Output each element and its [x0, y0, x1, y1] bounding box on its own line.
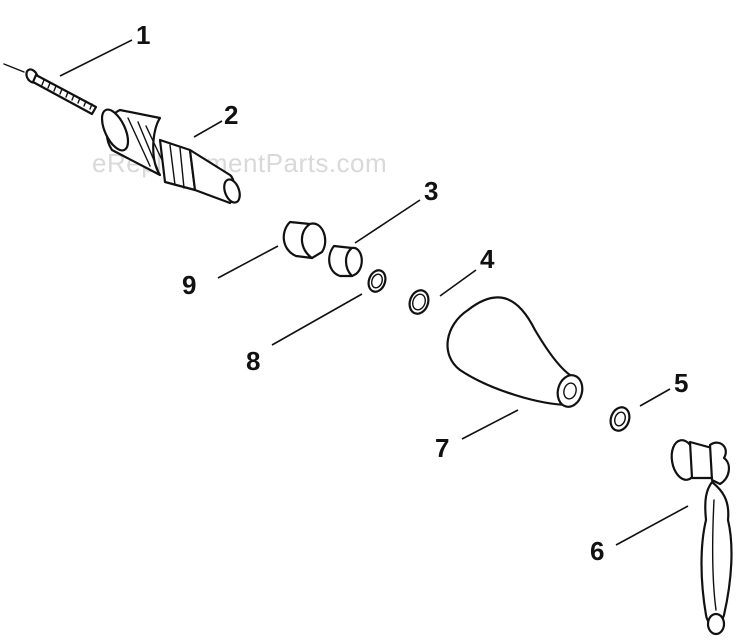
leader-4: [439, 269, 477, 297]
callout-5: 5: [674, 368, 688, 398]
callout-7: 7: [435, 433, 449, 463]
callout-numbers: 1 2 3 4 5 6 7 8 9: [136, 20, 688, 566]
leader-5: [639, 388, 671, 407]
leader-6: [615, 505, 689, 546]
callout-8: 8: [246, 346, 260, 376]
leader-2: [193, 120, 223, 138]
leader-8: [271, 293, 363, 346]
callout-6: 6: [590, 536, 604, 566]
part-8-oring: [367, 269, 387, 293]
part-2-cartridge: [100, 108, 241, 205]
part-7-escutcheon: [446, 296, 584, 408]
leader-3: [354, 199, 421, 244]
callout-9: 9: [182, 270, 196, 300]
callout-1: 1: [136, 20, 150, 50]
part-9-sleeve: [282, 220, 327, 260]
leader-lines: [59, 39, 689, 546]
part-6-handle: [670, 439, 733, 636]
leader-9: [217, 245, 279, 279]
part-5-washer: [609, 406, 631, 432]
callout-2: 2: [224, 100, 238, 130]
leader-7: [461, 409, 519, 440]
part-3-sleeve: [328, 244, 363, 278]
callout-4: 4: [480, 244, 495, 274]
leader-1: [59, 39, 133, 77]
part-1-screw: [3, 63, 98, 116]
part-4-oring: [408, 289, 430, 315]
callout-3: 3: [424, 176, 438, 206]
